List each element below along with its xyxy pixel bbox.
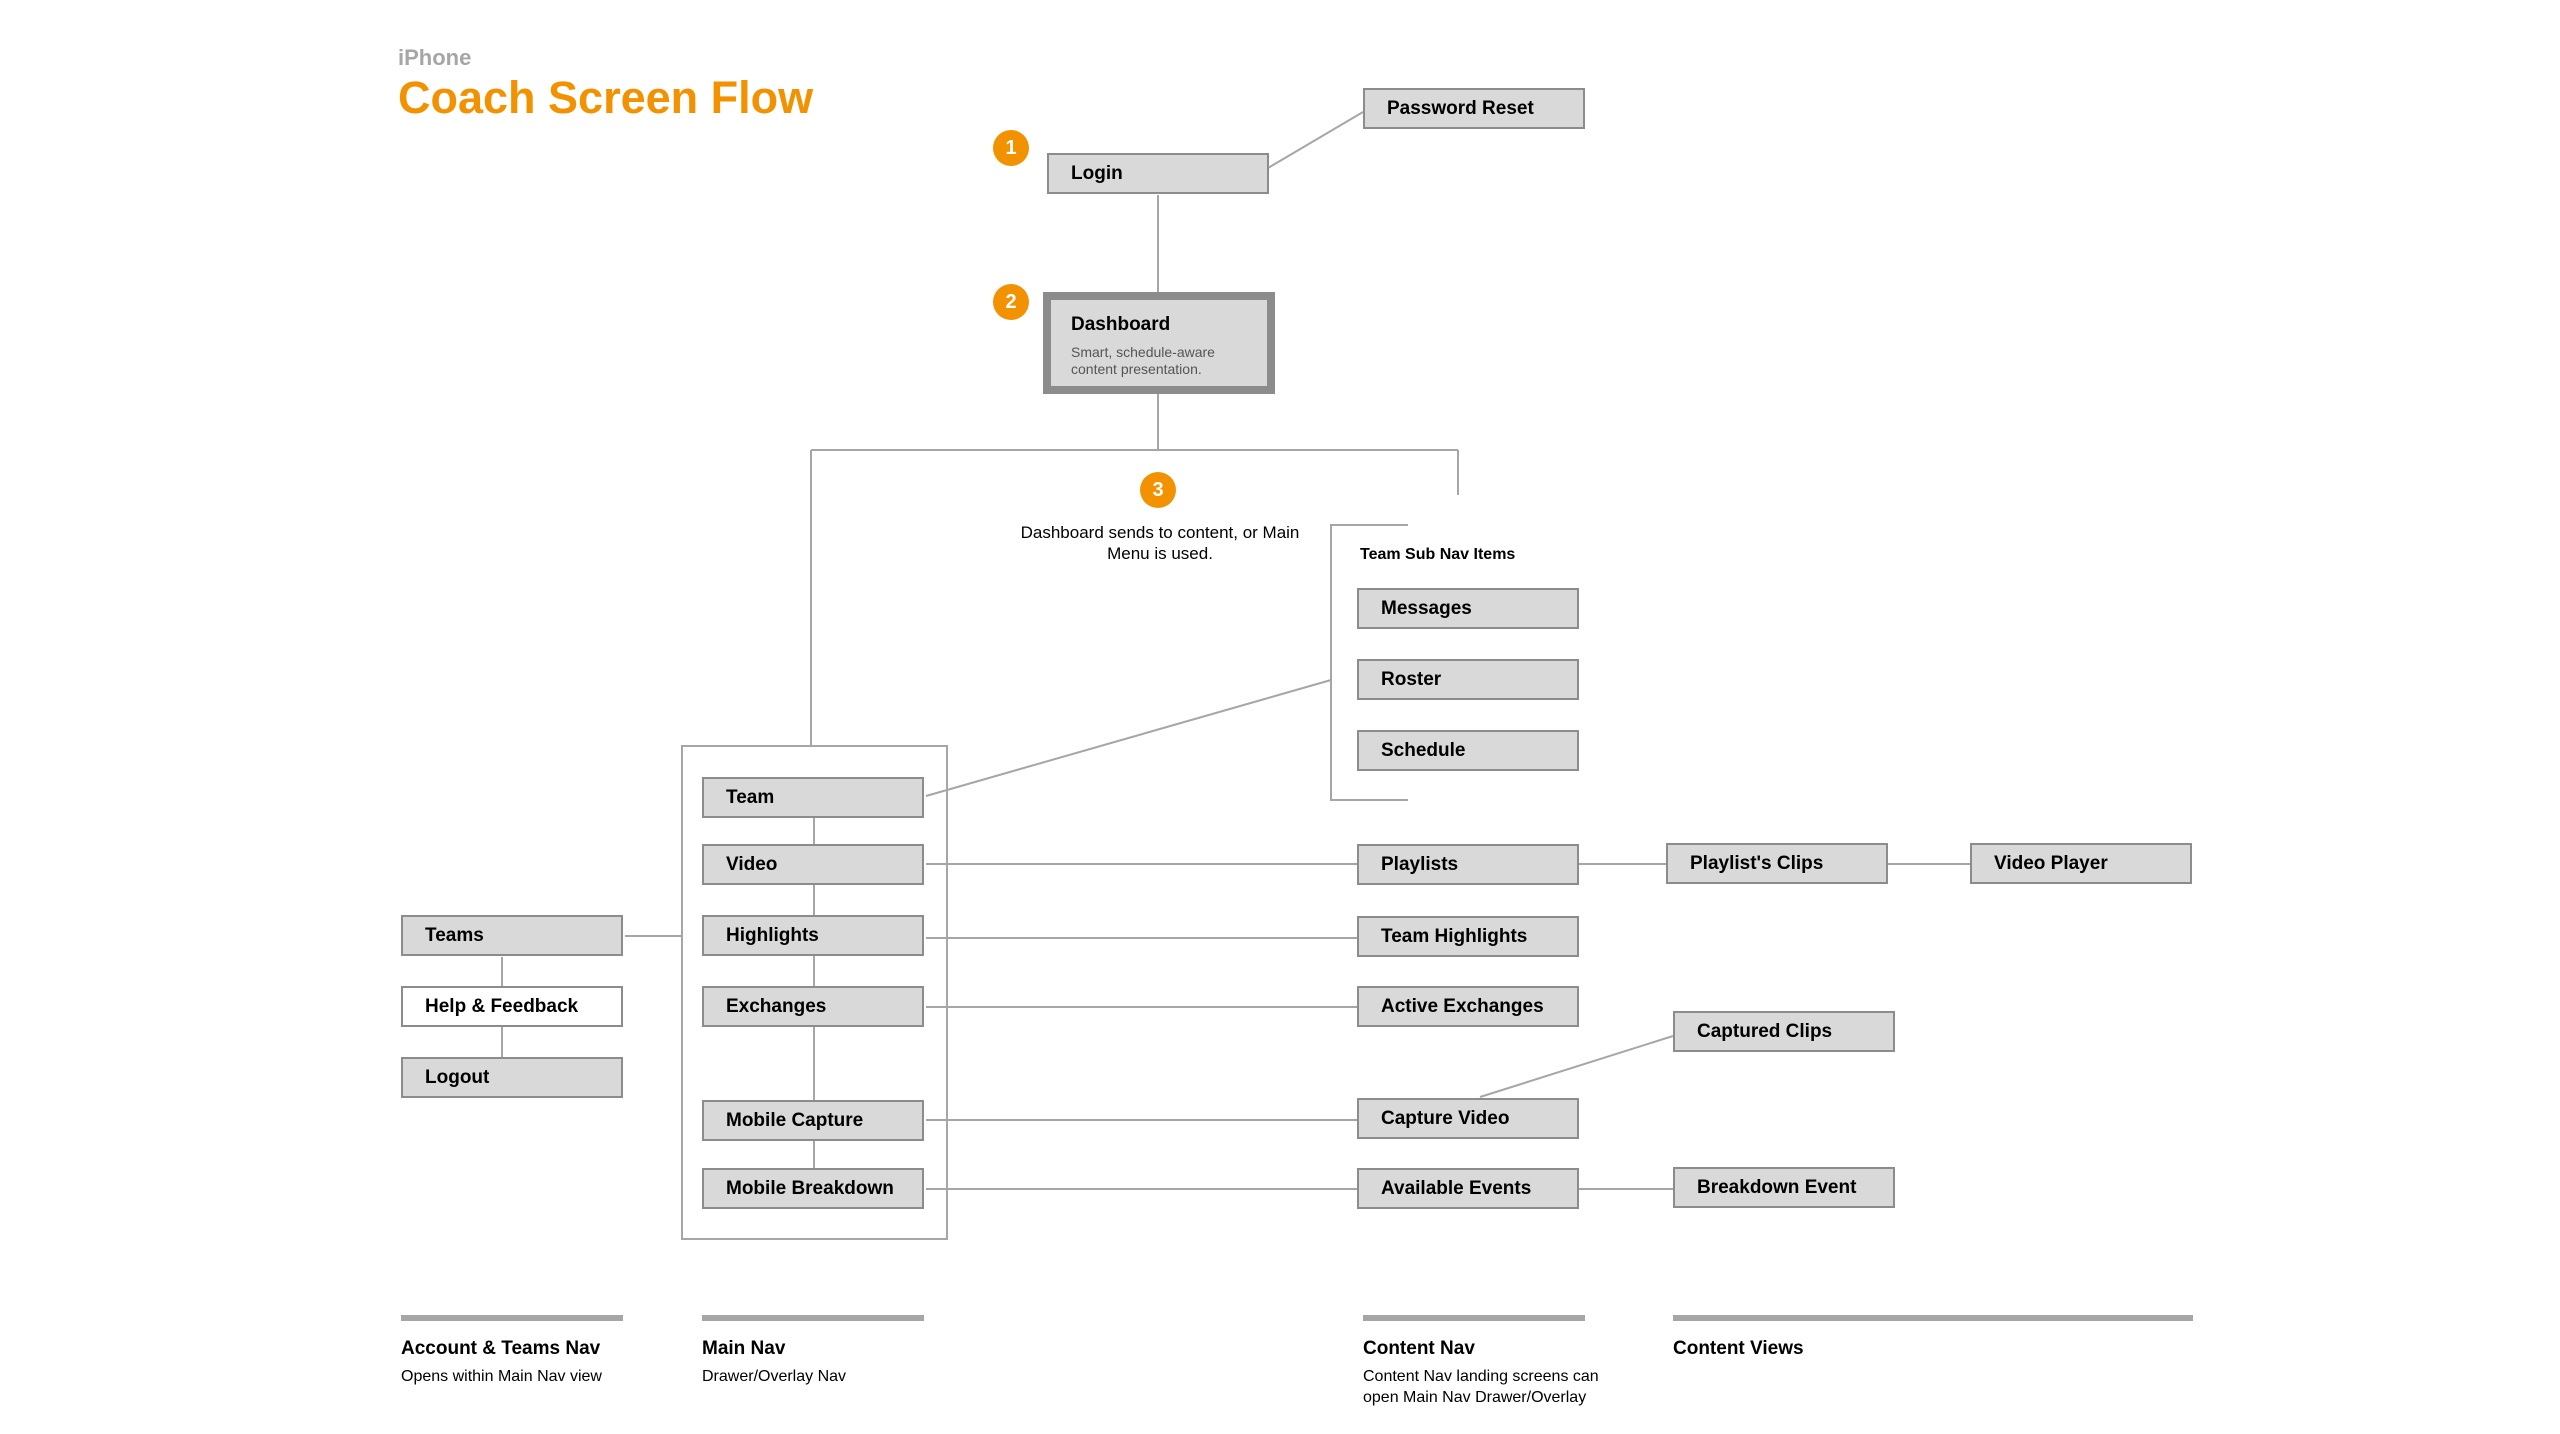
sub-nav-schedule[interactable]: Schedule [1357, 730, 1579, 771]
view-breakdown-event[interactable]: Breakdown Event [1673, 1167, 1895, 1208]
legend-desc-account: Opens within Main Nav view [401, 1368, 602, 1385]
legend-bar-content-views [1673, 1315, 2193, 1321]
legend-desc-main-nav: Drawer/Overlay Nav [702, 1368, 847, 1385]
view-video-player[interactable]: Video Player [1970, 843, 2192, 884]
account-nav-teams[interactable]: Teams [401, 915, 623, 956]
legend-title-content-views: Content Views [1673, 1338, 1804, 1359]
step-3-note: Dashboard sends to content, or Main Menu… [1020, 523, 1300, 563]
main-nav-team[interactable]: Team [702, 777, 924, 818]
screen-password-reset[interactable]: Password Reset [1363, 88, 1585, 129]
main-nav-mobile-capture[interactable]: Mobile Capture [702, 1100, 924, 1141]
content-nav-team-highlights[interactable]: Team Highlights [1357, 916, 1579, 957]
content-nav-active-exchanges[interactable]: Active Exchanges [1357, 986, 1579, 1027]
view-playlists-clips[interactable]: Playlist's Clips [1666, 843, 1888, 884]
step-badge-3: 3 [1140, 472, 1176, 508]
account-nav-help-feedback[interactable]: Help & Feedback [401, 986, 623, 1027]
main-nav-video[interactable]: Video [702, 844, 924, 885]
page-title: Coach Screen Flow [398, 72, 814, 123]
screen-dashboard[interactable]: Dashboard Smart, schedule-aware content … [1043, 292, 1275, 394]
content-nav-capture-video[interactable]: Capture Video [1357, 1098, 1579, 1139]
legend-bar-main-nav [702, 1315, 924, 1321]
sub-nav-messages[interactable]: Messages [1357, 588, 1579, 629]
legend-title-account: Account & Teams Nav [401, 1338, 601, 1359]
legend-desc-content-nav: Content Nav landing screens can open Mai… [1363, 1368, 1599, 1406]
legend-bar-account [401, 1315, 623, 1321]
view-captured-clips[interactable]: Captured Clips [1673, 1011, 1895, 1052]
step-badge-1: 1 [993, 130, 1029, 166]
sub-nav-roster[interactable]: Roster [1357, 659, 1579, 700]
screen-login[interactable]: Login [1047, 153, 1269, 194]
main-nav-exchanges[interactable]: Exchanges [702, 986, 924, 1027]
legend-title-main-nav: Main Nav [702, 1338, 786, 1359]
legend-title-content-nav: Content Nav [1363, 1338, 1475, 1359]
account-nav-logout[interactable]: Logout [401, 1057, 623, 1098]
dashboard-title: Dashboard [1071, 314, 1171, 335]
step-badge-2: 2 [993, 284, 1029, 320]
content-nav-playlists[interactable]: Playlists [1357, 844, 1579, 885]
device-label: iPhone [398, 45, 472, 70]
main-nav-mobile-breakdown[interactable]: Mobile Breakdown [702, 1168, 924, 1209]
content-nav-available-events[interactable]: Available Events [1357, 1168, 1579, 1209]
team-sub-nav-heading: Team Sub Nav Items [1360, 546, 1516, 563]
legend-bar-content-nav [1363, 1315, 1585, 1321]
main-nav-highlights[interactable]: Highlights [702, 915, 924, 956]
dashboard-subtitle: Smart, schedule-aware content presentati… [1071, 344, 1215, 377]
